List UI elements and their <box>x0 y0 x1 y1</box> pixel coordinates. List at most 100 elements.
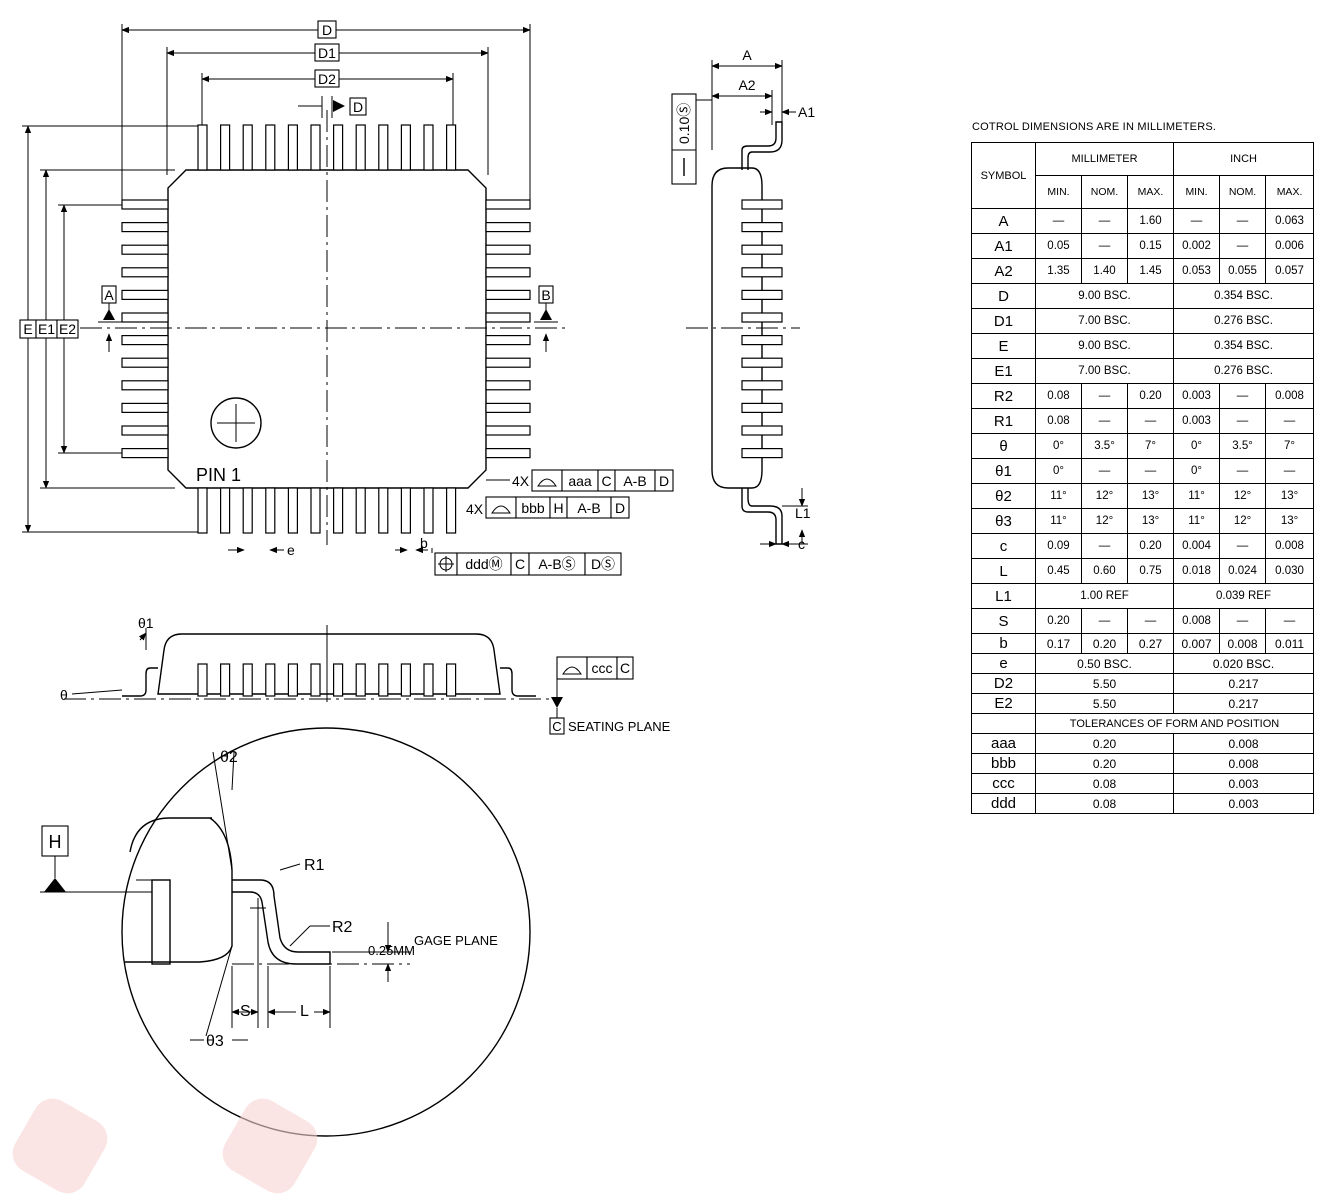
lead <box>220 124 231 171</box>
table-cell: 3.5° <box>1219 433 1267 459</box>
svg-text:C: C <box>515 556 525 572</box>
detail-view: θ2 θ3 H R1 R2 0.25MM GAGE PLANE S <box>40 727 531 1137</box>
table-cell <box>971 713 1036 734</box>
table-cell: — <box>1081 533 1128 559</box>
lead <box>446 663 457 697</box>
table-cell: 0.20 <box>1126 383 1175 409</box>
table-cell: 0.15 <box>1126 233 1175 259</box>
table-cell: 0.60 <box>1081 558 1128 584</box>
table-cell: 0.354 BSC. <box>1173 333 1315 359</box>
datum-A-label: A <box>104 287 114 303</box>
lead <box>485 244 531 255</box>
table-cell: — <box>1265 608 1315 634</box>
table-cell: 0.008 <box>1265 533 1315 559</box>
table-cell: aaa <box>971 733 1036 754</box>
table-cell: D2 <box>971 673 1036 694</box>
table-cell: TOLERANCES OF FORM AND POSITION <box>1034 713 1315 734</box>
table-cell: 0.006 <box>1265 233 1315 259</box>
table-cell: 1.35 <box>1035 258 1082 284</box>
lead <box>485 335 531 346</box>
table-cell: L1 <box>971 583 1036 609</box>
table-cell: 0.08 <box>1035 408 1082 434</box>
control-dimensions-note: COTROL DIMENSIONS ARE IN MILLIMETERS. <box>972 121 1217 133</box>
table-cell: 7.00 BSC. <box>1034 358 1175 384</box>
lead <box>242 487 253 534</box>
table-cell: 0.17 <box>1035 633 1082 654</box>
table-cell: b <box>971 633 1036 654</box>
table-cell: 0.057 <box>1265 258 1315 284</box>
table-cell: 0.276 BSC. <box>1173 308 1315 334</box>
dim-A-label: A <box>742 47 752 63</box>
lead <box>741 357 783 368</box>
lead <box>310 663 321 697</box>
table-cell: 9.00 BSC. <box>1034 333 1175 359</box>
table-cell: 0.053 <box>1173 258 1221 284</box>
dim-A1-label: A1 <box>798 104 815 120</box>
svg-text:C: C <box>620 660 630 676</box>
lead <box>333 663 344 697</box>
table-cell: — <box>1173 208 1221 234</box>
dim-S-label: S <box>240 1003 251 1020</box>
lead <box>265 124 276 171</box>
lead <box>400 487 411 534</box>
lead <box>121 380 169 391</box>
dim-D2-label: D2 <box>318 71 336 87</box>
table-cell: 5.50 <box>1034 693 1175 714</box>
lead <box>446 487 457 534</box>
table-cell: 12° <box>1219 508 1267 534</box>
table-cell: — <box>1126 408 1175 434</box>
table-cell: 0.05 <box>1035 233 1082 259</box>
lead <box>446 124 457 171</box>
datum-H-label: H <box>49 832 62 852</box>
table-cell: 5.50 <box>1034 673 1175 694</box>
table-cell: 0.276 BSC. <box>1173 358 1315 384</box>
lead <box>378 663 389 697</box>
table-cell: 9.00 BSC. <box>1034 283 1175 309</box>
lead <box>333 124 344 171</box>
lead <box>121 244 169 255</box>
table-cell: — <box>1081 383 1128 409</box>
lead <box>741 425 783 436</box>
svg-text:A-B: A-B <box>577 500 600 516</box>
table-cell: 0.354 BSC. <box>1173 283 1315 309</box>
table-cell: — <box>1081 458 1128 484</box>
table-cell: ccc <box>971 773 1036 794</box>
width-b-label: b <box>420 535 428 551</box>
table-cell: θ1 <box>971 458 1036 484</box>
svg-text:4X: 4X <box>466 501 484 517</box>
table-cell: — <box>1126 608 1175 634</box>
table-row: A——1.60——0.063 <box>971 208 1315 234</box>
table-cell: 13° <box>1126 483 1175 509</box>
sub-header: NOM. <box>1219 175 1267 209</box>
table-cell: D <box>971 283 1036 309</box>
table-cell: 0° <box>1173 433 1221 459</box>
table-cell: — <box>1081 233 1128 259</box>
sub-header: MAX. <box>1265 175 1315 209</box>
lead <box>333 487 344 534</box>
table-cell: 7.00 BSC. <box>1034 308 1175 334</box>
lead <box>741 289 783 300</box>
lead <box>310 487 321 534</box>
table-cell: 0.20 <box>1035 608 1082 634</box>
dim-D-label: D <box>322 22 332 38</box>
theta2-label: θ2 <box>220 749 238 766</box>
lead <box>121 402 169 413</box>
table-cell: E2 <box>971 693 1036 714</box>
svg-text:A-B: A-B <box>623 473 646 489</box>
table-cell: R2 <box>971 383 1036 409</box>
table-cell: 0.030 <box>1265 558 1315 584</box>
table-cell: 0.008 <box>1173 608 1221 634</box>
dim-L1-label: L1 <box>795 505 811 521</box>
lead <box>485 267 531 278</box>
table-cell: 11° <box>1035 483 1082 509</box>
table-cell: 0.063 <box>1265 208 1315 234</box>
lead <box>485 425 531 436</box>
